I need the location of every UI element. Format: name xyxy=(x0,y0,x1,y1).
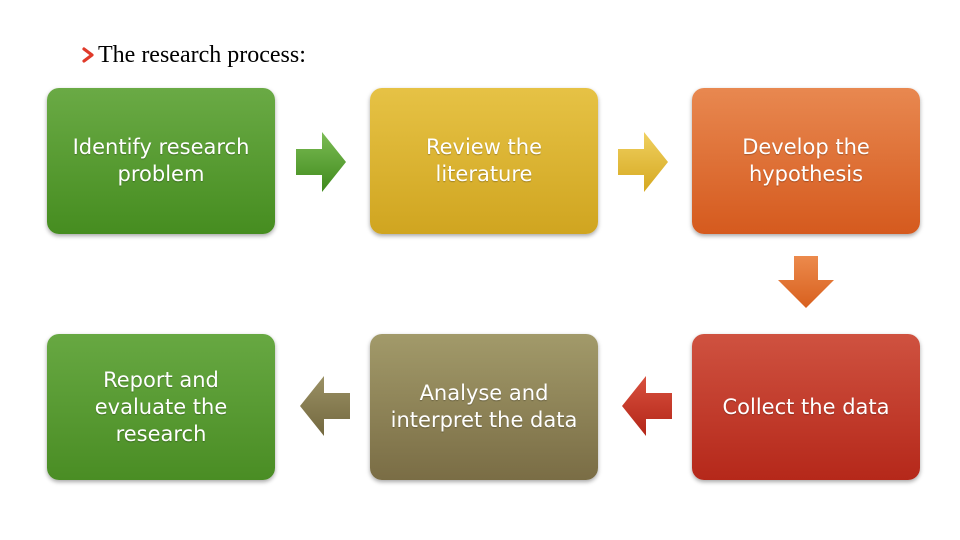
arrow-right-icon xyxy=(618,132,668,192)
arrow-right-icon xyxy=(296,132,346,192)
step-label: Collect the data xyxy=(722,394,890,419)
step-identify-research-problem: Identify research problem xyxy=(47,88,275,234)
step-label: Report and evaluate the research xyxy=(94,367,228,446)
step-label: Review the literature xyxy=(425,135,543,186)
arrow-down-icon xyxy=(778,256,834,308)
step-label: Identify research problem xyxy=(72,135,250,186)
step-develop-hypothesis: Develop the hypothesis xyxy=(692,88,920,234)
step-collect-data: Collect the data xyxy=(692,334,920,480)
slide-heading: The research process: xyxy=(80,38,306,72)
step-report-evaluate-research: Report and evaluate the research xyxy=(47,334,275,480)
heading-text: The research process: xyxy=(98,41,306,68)
step-label: Develop the hypothesis xyxy=(742,135,870,186)
arrow-left-icon xyxy=(300,376,350,436)
chevron-right-icon xyxy=(82,47,94,63)
step-analyse-interpret-data: Analyse and interpret the data xyxy=(370,334,598,480)
arrow-left-icon xyxy=(622,376,672,436)
step-review-literature: Review the literature xyxy=(370,88,598,234)
step-label: Analyse and interpret the data xyxy=(390,381,578,432)
